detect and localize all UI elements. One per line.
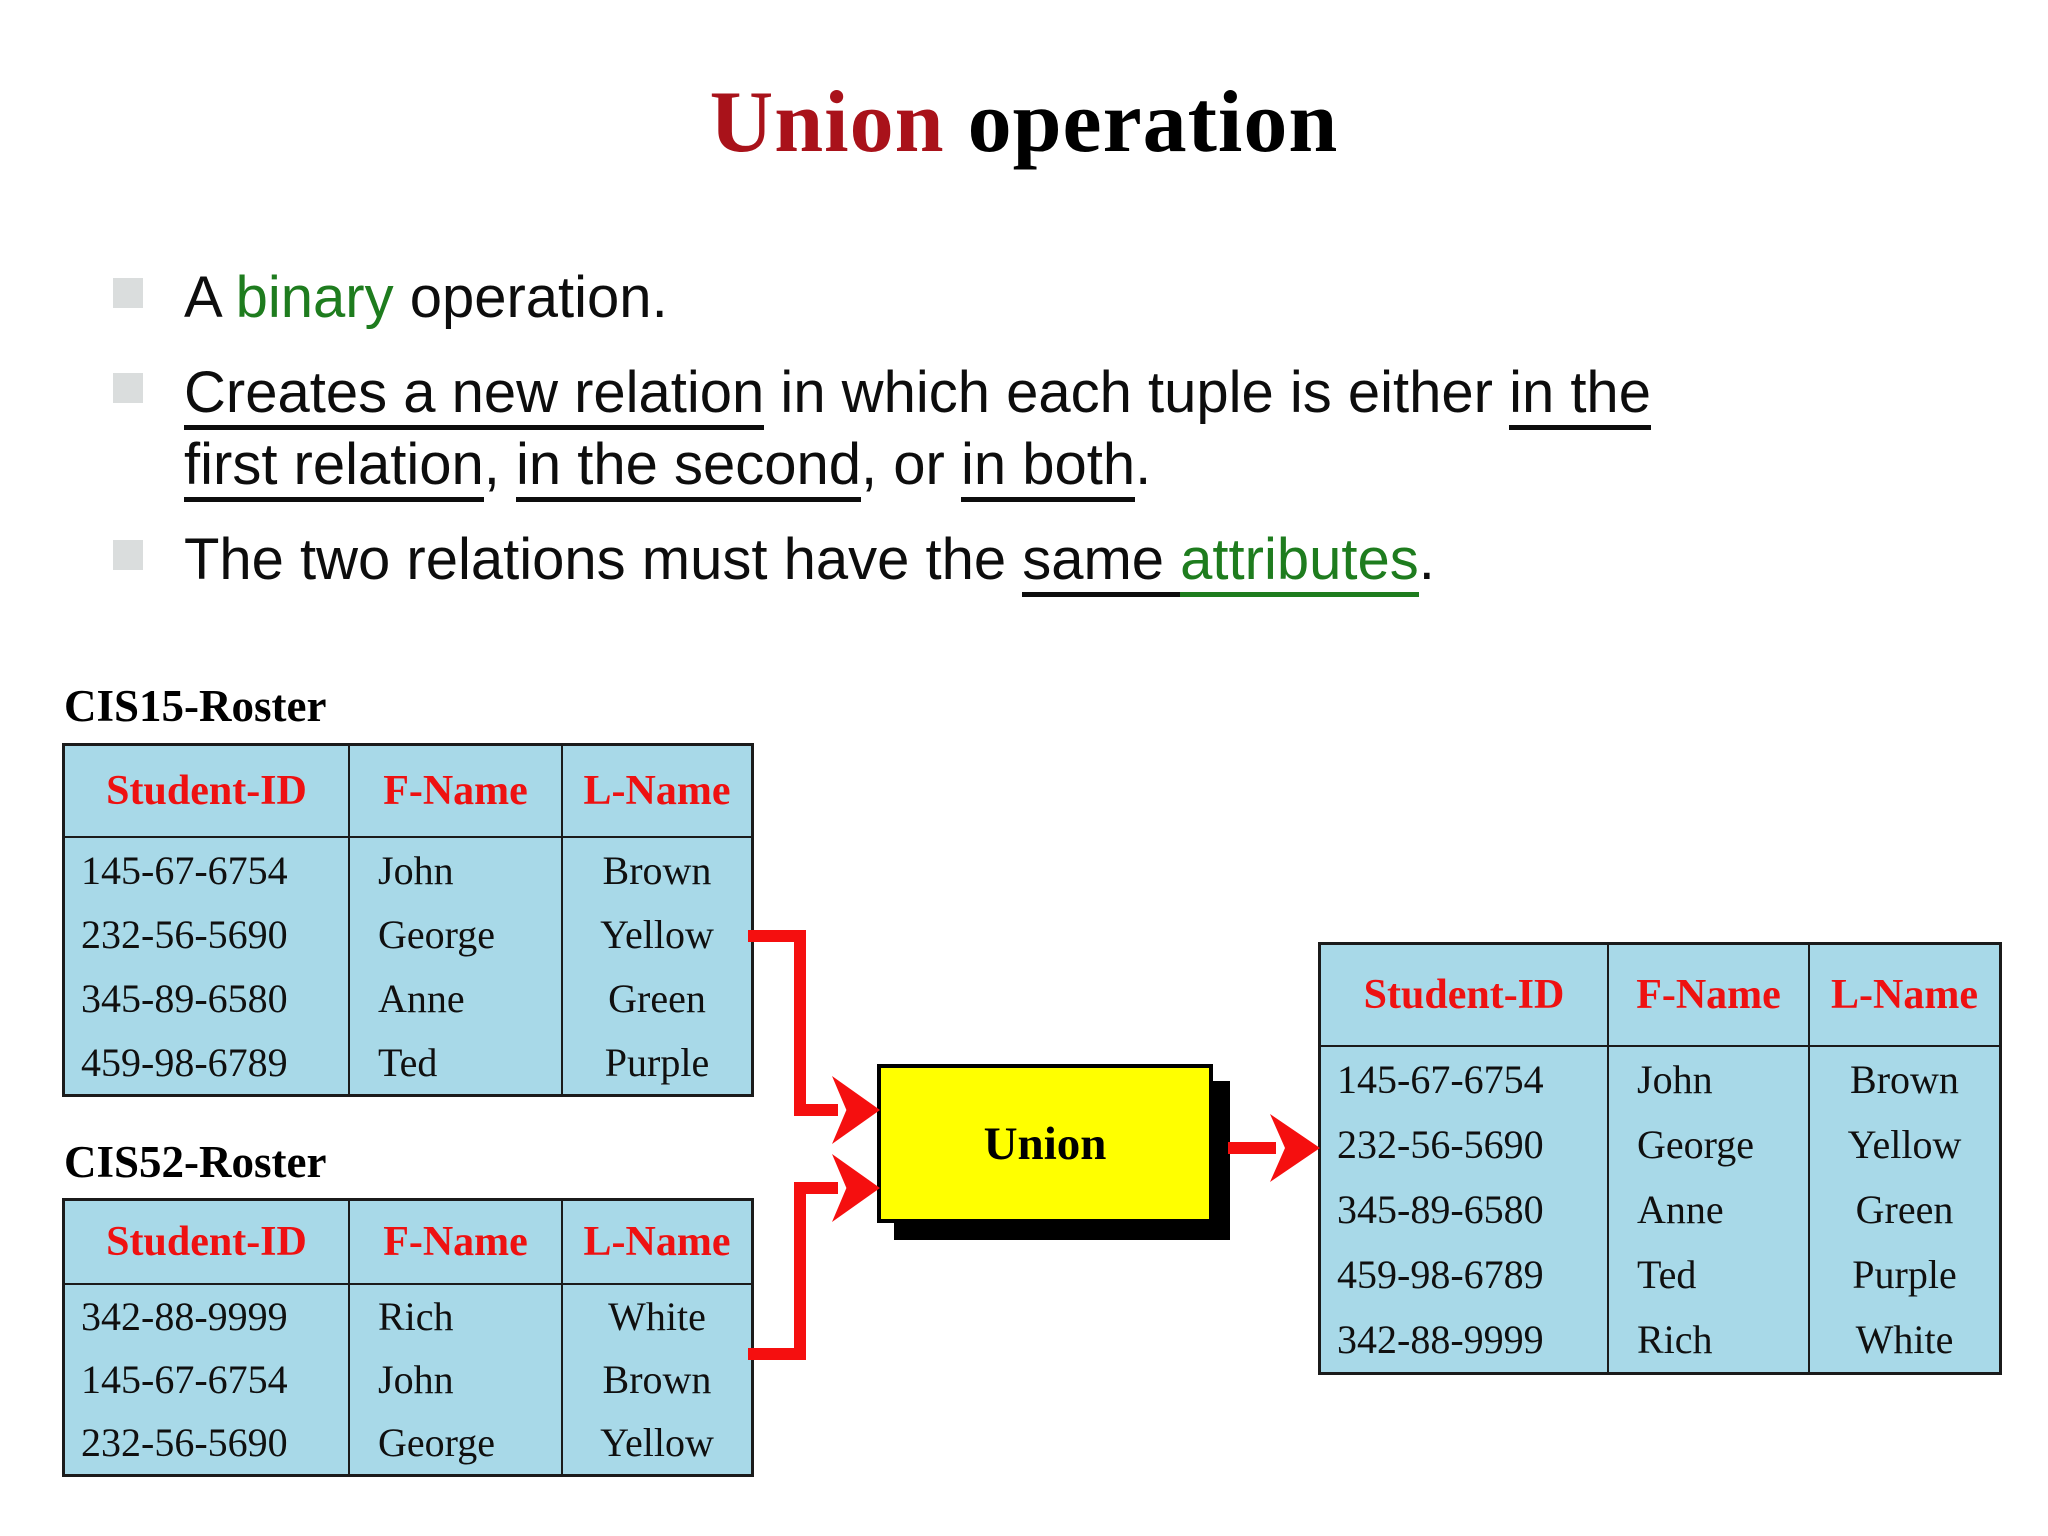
arrow-head-icon (1270, 1114, 1320, 1182)
table-cell: 145-67-6754 (1337, 1057, 1544, 1102)
table-cell: 145-67-6754 (81, 847, 288, 893)
column-header: L-Name (1808, 945, 1999, 1047)
table-caption-cis52: CIS52-Roster (64, 1137, 327, 1187)
table-cell: White (1808, 1307, 1999, 1372)
table-cell: Anne (348, 966, 561, 1030)
table-cell: Brown (1808, 1047, 1999, 1112)
text-segment: The two relations must have the (184, 527, 1023, 592)
arrow-segment (748, 1348, 806, 1360)
text-segment: same (1022, 527, 1181, 597)
arrow-segment (794, 930, 806, 1116)
column-header: Student-ID (65, 1201, 348, 1285)
table-cell: Ted (1607, 1242, 1808, 1307)
table-cell: John (348, 1348, 561, 1411)
text-segment: in both (960, 432, 1136, 502)
page-title: Union operation (0, 72, 2048, 173)
union-box-label: Union (983, 1117, 1107, 1170)
bullet-item: Creates a new relation in which each tup… (113, 357, 2013, 502)
column-header: F-Name (348, 1201, 561, 1285)
table-cell: Brown (561, 838, 751, 902)
table-cell: Green (561, 966, 751, 1030)
arrow-head-icon (832, 1154, 880, 1222)
bullet-square-icon (113, 373, 143, 403)
text-segment: in the second (516, 432, 862, 502)
bullet-item: A binary operation. (113, 262, 2013, 334)
title-highlight: Union (709, 74, 945, 171)
column-header: L-Name (561, 746, 751, 838)
text-segment: Creates a new relation (184, 360, 765, 430)
bullet-item: The two relations must have the same att… (113, 524, 2013, 597)
table-cell: 232-56-5690 (1337, 1122, 1544, 1167)
table-cell: George (348, 1411, 561, 1474)
table-cell: Green (1808, 1177, 1999, 1242)
column-header: L-Name (561, 1201, 751, 1285)
table-cell: 459-98-6789 (1337, 1252, 1544, 1297)
text-segment: in which each tuple is either (764, 360, 1510, 425)
table-cell: 342-88-9999 (81, 1294, 288, 1339)
table-caption-cis15: CIS15-Roster (64, 681, 327, 731)
table-cell: George (1607, 1112, 1808, 1177)
table-cell: Purple (1808, 1242, 1999, 1307)
text-segment: operation. (393, 265, 668, 330)
table-cell: 459-98-6789 (81, 1039, 288, 1085)
title-rest: operation (944, 74, 1339, 171)
bullet-text: Creates a new relation in which each tup… (184, 357, 1984, 502)
text-segment: A (184, 265, 236, 330)
bullet-text: A binary operation. (184, 262, 1984, 334)
text-segment: , or (861, 432, 961, 497)
table-cell: 145-67-6754 (81, 1357, 288, 1402)
table-cell: White (561, 1285, 751, 1348)
bullet-list: A binary operation. Creates a new relati… (113, 262, 2013, 619)
text-segment: . (1418, 527, 1435, 592)
text-segment: first relation (184, 432, 484, 502)
arrow-head-icon (832, 1076, 880, 1144)
table-cell: 345-89-6580 (81, 975, 288, 1021)
bullet-square-icon (113, 278, 143, 308)
table-cell: Ted (348, 1030, 561, 1094)
column-header: Student-ID (1321, 945, 1607, 1047)
union-box: Union (877, 1064, 1213, 1223)
bullet-text: The two relations must have the same att… (184, 524, 1984, 597)
table-cell: Yellow (1808, 1112, 1999, 1177)
bullet-square-icon (113, 540, 143, 570)
text-segment: . (1135, 432, 1152, 497)
arrow-segment (794, 1182, 838, 1194)
column-header: F-Name (1607, 945, 1808, 1047)
table-cell: Rich (1607, 1307, 1808, 1372)
table-cell: George (348, 902, 561, 966)
table-cell: 342-88-9999 (1337, 1317, 1544, 1362)
text-segment: binary (235, 265, 394, 330)
text-segment: attributes (1180, 527, 1419, 597)
arrow-segment (794, 1104, 838, 1116)
table-cell: Yellow (561, 902, 751, 966)
table-cell: John (1607, 1047, 1808, 1112)
table-cell: Rich (348, 1285, 561, 1348)
table-cell: 232-56-5690 (81, 911, 288, 957)
column-header: Student-ID (65, 746, 348, 838)
text-segment: , (483, 432, 517, 497)
text-segment: in the (1509, 360, 1651, 430)
column-header: F-Name (348, 746, 561, 838)
table-cell: John (348, 838, 561, 902)
table-cell: 345-89-6580 (1337, 1187, 1544, 1232)
arrow-segment (794, 1182, 806, 1360)
table-cell: Anne (1607, 1177, 1808, 1242)
arrow-segment (1228, 1142, 1276, 1154)
table-cell: Yellow (561, 1411, 751, 1474)
table-cell: 232-56-5690 (81, 1420, 288, 1465)
table-cell: Brown (561, 1348, 751, 1411)
table-cell: Purple (561, 1030, 751, 1094)
arrow-segment (748, 930, 806, 942)
